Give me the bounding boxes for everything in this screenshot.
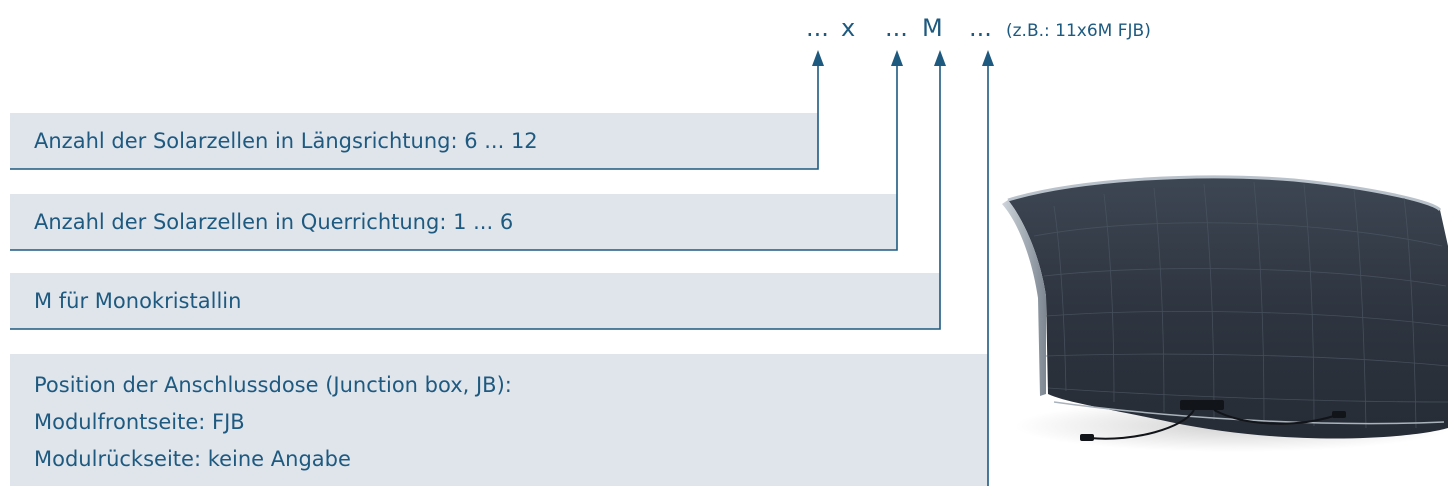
box-cells-length-text: Anzahl der Solarzellen in Längsrichtung:…	[34, 129, 538, 153]
box-monocrystalline: M für Monokristallin	[10, 273, 940, 329]
arrow-up-icon	[812, 50, 824, 66]
box-monocrystalline-text: M für Monokristallin	[34, 289, 242, 313]
box-cells-cross-text: Anzahl der Solarzellen in Querrichtung: …	[34, 210, 514, 234]
box-cells-length: Anzahl der Solarzellen in Längsrichtung:…	[10, 113, 818, 169]
arrow-up-icon	[891, 50, 903, 66]
code-token-cells-length: ...	[806, 14, 829, 42]
connector-mono	[10, 64, 941, 330]
solar-panel-image	[1002, 175, 1448, 452]
code-token-m: M	[922, 14, 943, 42]
code-token-x: x	[841, 14, 856, 42]
arrow-up-icon	[934, 50, 946, 66]
code-token-junction-box: ...	[969, 14, 992, 42]
box-cells-cross: Anzahl der Solarzellen in Querrichtung: …	[10, 194, 897, 250]
box-junction-box-back: Modulrückseite: keine Angabe	[34, 447, 351, 471]
arrow-up-icon	[982, 50, 994, 66]
code-example: (z.B.: 11x6M FJB)	[1006, 21, 1151, 41]
connector-cells-cross	[10, 64, 898, 251]
connector-cells-length	[10, 64, 819, 170]
box-junction-box-title: Position der Anschlussdose (Junction box…	[34, 373, 512, 397]
code-token-cells-cross: ...	[885, 14, 908, 42]
box-junction-box-front: Modulfrontseite: FJB	[34, 410, 245, 434]
box-junction-box: Position der Anschlussdose (Junction box…	[10, 354, 988, 486]
